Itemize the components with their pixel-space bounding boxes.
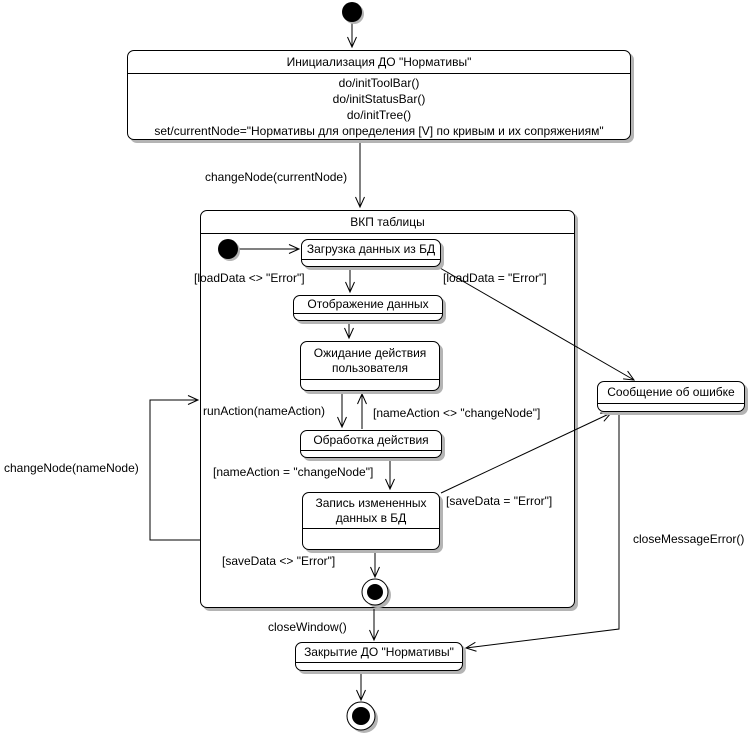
state-close-do-normativy: Закрытие ДО "Нормативы" xyxy=(295,642,463,671)
transition-label-not-change-node: [nameAction <> "changeNode"] xyxy=(373,406,541,420)
composite-body xyxy=(201,234,574,607)
transition-label-close-message-error: closeMessageError() xyxy=(633,532,745,546)
transition-label-load-ok: [loadData <> "Error"] xyxy=(194,271,305,285)
state-empty-compartment xyxy=(294,314,442,320)
state-action-line: do/initTree() xyxy=(346,108,412,122)
transition-label-close-window: closeWindow() xyxy=(268,620,347,634)
state-load-data: Загрузка данных из БД xyxy=(301,239,441,267)
state-title: Отображение данных xyxy=(294,296,442,314)
transition-label-is-change-node: [nameAction = "changeNode"] xyxy=(213,465,374,479)
initial-state-top xyxy=(342,2,364,24)
state-action-line: do/initStatusBar() xyxy=(332,92,426,106)
state-empty-compartment xyxy=(301,451,441,457)
transition-label-save-error: [saveData = "Error"] xyxy=(446,494,553,508)
state-title: Запись измененных данных в БД xyxy=(303,493,439,529)
transition-label-change-node: changeNode(nameNode) xyxy=(4,461,139,475)
state-action-line: set/currentNode="Нормативы для определен… xyxy=(154,124,604,138)
state-title: Обработка действия xyxy=(301,431,441,451)
transition-label-run-action: runAction(nameAction) xyxy=(203,404,326,418)
state-empty-compartment xyxy=(301,380,439,390)
transition-label-change-current-node: changeNode(currentNode) xyxy=(205,170,348,184)
state-title: Ожидание действия пользователя xyxy=(301,342,439,380)
final-state-bottom xyxy=(346,701,378,733)
state-display-data: Отображение данных xyxy=(293,295,443,321)
state-error-message: Сообщение об ошибке xyxy=(597,381,745,412)
state-title: Инициализация ДО "Нормативы" xyxy=(128,51,630,74)
state-action-line: do/initToolBar() xyxy=(338,76,420,90)
state-empty-compartment xyxy=(303,529,439,549)
state-title: Сообщение об ошибке xyxy=(598,382,744,404)
transition-label-load-error: [loadData = "Error"] xyxy=(443,271,547,285)
transition-composite-self-loop xyxy=(149,395,200,541)
state-empty-compartment xyxy=(302,260,440,266)
state-process-action: Обработка действия xyxy=(300,430,442,458)
state-save-data: Запись измененных данных в БД xyxy=(302,492,440,550)
state-init-do-normativy: Инициализация ДО "Нормативы" do/initTool… xyxy=(127,50,631,140)
state-actions: do/initToolBar() do/initStatusBar() do/i… xyxy=(128,74,630,140)
state-empty-compartment xyxy=(598,404,744,411)
transition-label-save-ok: [saveData <> "Error"] xyxy=(222,554,336,568)
state-title: ВКП таблицы xyxy=(201,211,574,234)
state-title: Закрытие ДО "Нормативы" xyxy=(296,643,462,663)
state-title: Загрузка данных из БД xyxy=(302,240,440,260)
state-wait-user-action: Ожидание действия пользователя xyxy=(300,341,440,391)
state-empty-compartment xyxy=(296,663,462,670)
